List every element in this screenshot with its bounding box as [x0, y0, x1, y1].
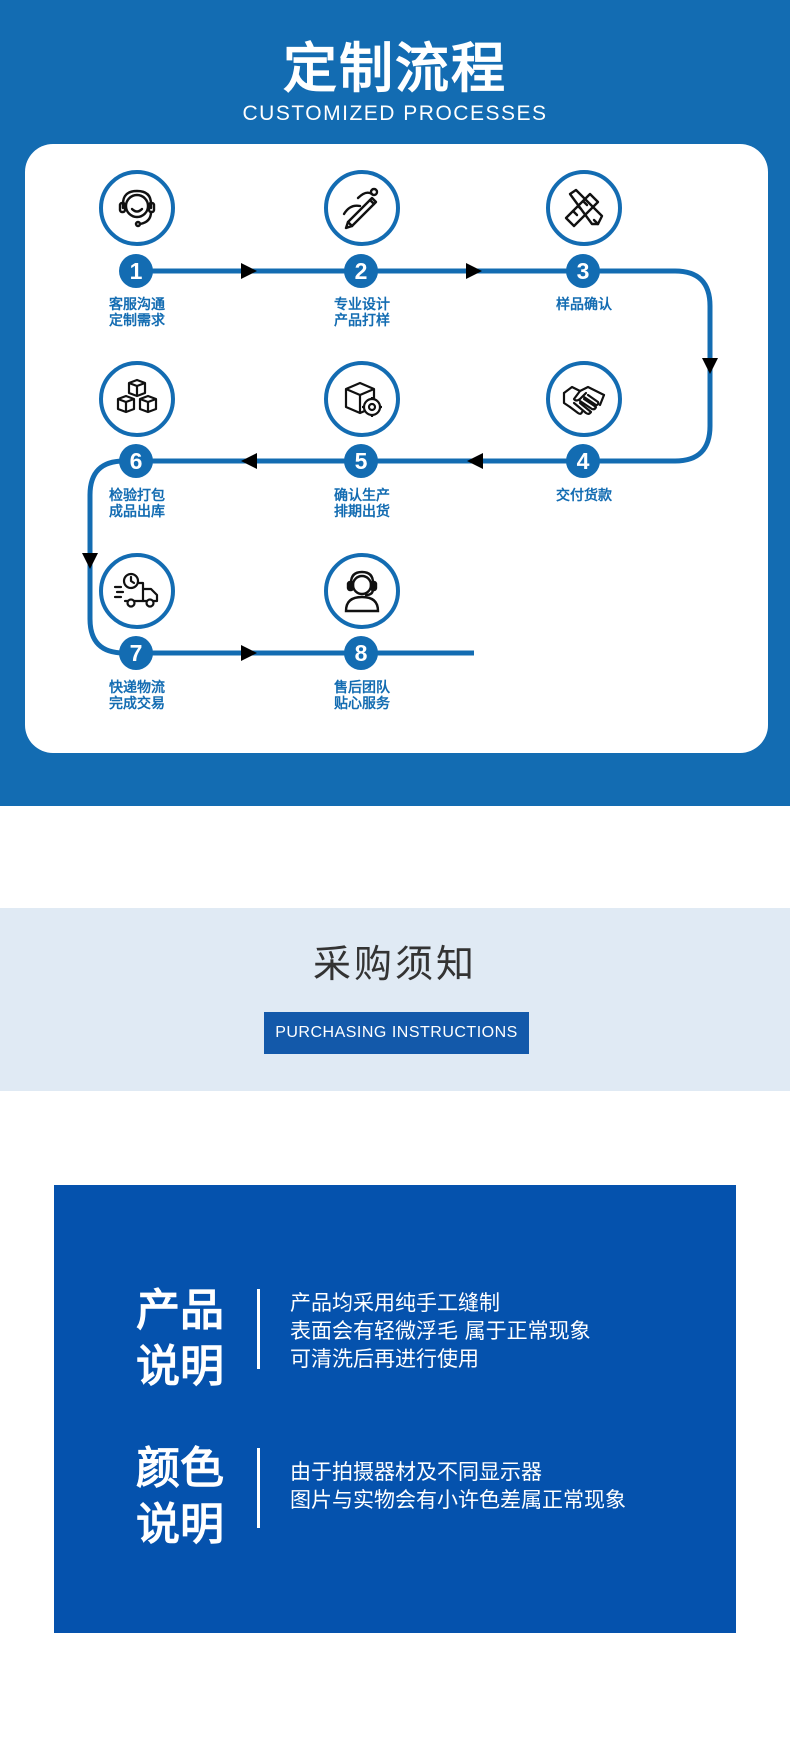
customer-service-icon	[99, 170, 175, 246]
step-number-3: 3	[566, 254, 600, 288]
arrow-right-2	[466, 263, 482, 279]
step-number-7: 7	[119, 636, 153, 670]
arrow-right-3	[241, 645, 257, 661]
design-pen-icon	[324, 170, 400, 246]
arrow-left-2	[241, 453, 257, 469]
step-number-8: 8	[344, 636, 378, 670]
notice-heading-product: 产品说明	[136, 1285, 224, 1392]
step-label-6: 检验打包成品出库	[109, 488, 165, 520]
process-title: 定制流程	[283, 37, 507, 100]
step-label-1: 客服沟通定制需求	[109, 297, 165, 329]
notice-heading-color: 颜色说明	[136, 1443, 224, 1550]
production-box-gear-icon	[324, 361, 400, 437]
arrow-right-1	[241, 263, 257, 279]
purchase-section: 采购须知 PURCHASING INSTRUCTIONS	[0, 908, 790, 1091]
step-number-1: 1	[119, 254, 153, 288]
headset-agent-icon	[324, 553, 400, 629]
step-number-4: 4	[566, 444, 600, 478]
notice-divider-product	[257, 1289, 260, 1369]
purchase-subtitle-badge: PURCHASING INSTRUCTIONS	[264, 1012, 529, 1054]
delivery-truck-icon	[99, 553, 175, 629]
step-label-7: 快递物流完成交易	[109, 680, 165, 712]
purchase-title: 采购须知	[312, 942, 477, 986]
step-label-5: 确认生产排期出货	[334, 488, 390, 520]
arrow-down-1	[702, 358, 718, 374]
stacked-boxes-icon	[99, 361, 175, 437]
ruler-pencil-icon	[546, 170, 622, 246]
process-flow-line	[82, 263, 718, 661]
arrow-down-2	[82, 553, 98, 569]
step-number-6: 6	[119, 444, 153, 478]
notice-text-product: 产品均采用纯手工缝制 表面会有轻微浮毛 属于正常现象 可清洗后再进行使用	[290, 1291, 591, 1371]
handshake-icon	[546, 361, 622, 437]
process-subtitle: CUSTOMIZED PROCESSES	[242, 102, 548, 125]
step-label-4: 交付货款	[556, 488, 612, 504]
step-label-3: 样品确认	[556, 297, 612, 313]
arrow-left-1	[467, 453, 483, 469]
step-label-8: 售后团队贴心服务	[334, 680, 390, 712]
step-label-2: 专业设计产品打样	[334, 297, 390, 329]
step-number-2: 2	[344, 254, 378, 288]
notice-divider-color	[257, 1448, 260, 1528]
step-number-5: 5	[344, 444, 378, 478]
notice-box: 产品说明 产品均采用纯手工缝制 表面会有轻微浮毛 属于正常现象 可清洗后再进行使…	[54, 1185, 736, 1633]
notice-text-color: 由于拍摄器材及不同显示器 图片与实物会有小许色差属正常现象	[290, 1460, 626, 1512]
process-section: 定制流程 CUSTOMIZED PROCESSES 1 客服沟通定制需求	[0, 0, 790, 806]
